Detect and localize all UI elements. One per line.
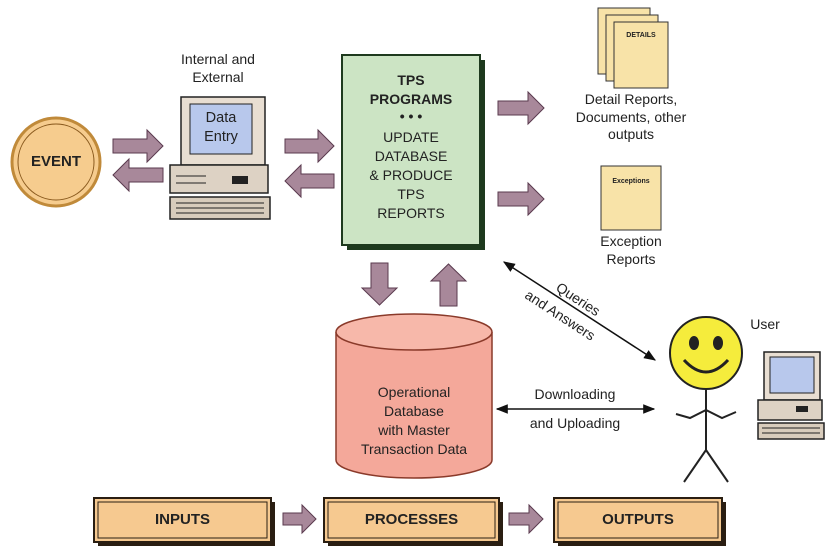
outputs-box: [553, 497, 726, 546]
tps-body-line5: REPORTS: [377, 205, 445, 221]
processes-box: [323, 497, 503, 546]
data-entry-caption-line2: External: [192, 69, 244, 85]
tps-programs-box: [341, 54, 485, 250]
transfer-label-line2: and Uploading: [529, 415, 621, 431]
user-computer-icon: [757, 351, 825, 440]
data-entry-computer-icon: [169, 96, 271, 220]
exceptions-document-icon: [600, 165, 662, 231]
data-entry-caption-line1: Internal and: [181, 51, 255, 67]
details-caption-line3: outputs: [608, 126, 654, 142]
processes-label: PROCESSES: [364, 511, 459, 528]
exceptions-caption-line1: Exception: [600, 233, 662, 249]
exceptions-caption-line2: Reports: [606, 251, 656, 267]
db-label-line1: Operational: [377, 384, 451, 400]
tps-body-line4: TPS: [397, 186, 425, 202]
tps-title-line1: TPS: [397, 72, 425, 88]
arrow-inputs-to-processes: [282, 503, 317, 535]
event-circle: [10, 116, 102, 208]
arrow-tps-to-exceptions: [497, 181, 545, 217]
arrow-entry-to-event: [112, 157, 164, 193]
arrow-tps-to-db: [360, 262, 399, 306]
user-stick-figure-icon: [669, 316, 743, 483]
queries-arrow: [502, 261, 657, 361]
db-label-line4: Transaction Data: [360, 441, 468, 457]
arrow-db-to-tps: [429, 263, 468, 307]
db-label-line2: Database: [384, 403, 444, 419]
details-caption-line1: Detail Reports,: [584, 91, 678, 107]
tps-dots: • • •: [399, 108, 423, 124]
inputs-label: INPUTS: [154, 511, 210, 528]
tps-body-line2: DATABASE: [374, 148, 448, 164]
user-label: User: [750, 316, 780, 332]
details-page-label: DETAILS: [626, 32, 656, 39]
arrow-processes-to-outputs: [508, 503, 544, 535]
details-document-icon: [597, 7, 669, 89]
tps-body-line3: & PRODUCE: [369, 167, 453, 183]
event-label: EVENT: [30, 153, 81, 170]
tps-body-line1: UPDATE: [383, 129, 439, 145]
outputs-label: OUTPUTS: [602, 511, 674, 528]
transfer-label-line1: Downloading: [534, 386, 616, 402]
arrow-tps-to-entry: [284, 163, 335, 199]
screen-label-line1: Data: [205, 110, 237, 126]
tps-title-line2: PROGRAMS: [369, 91, 453, 107]
screen-label-line2: Entry: [204, 129, 238, 145]
arrow-event-to-entry: [112, 128, 164, 164]
database-cylinder: [335, 313, 493, 479]
arrow-entry-to-tps: [284, 128, 335, 164]
inputs-box: [93, 497, 275, 546]
exceptions-page-label: Exceptions: [612, 178, 650, 185]
arrow-tps-to-details: [497, 90, 545, 126]
db-label-line3: with Master: [378, 422, 450, 438]
details-caption-line2: Documents, other: [575, 109, 687, 125]
